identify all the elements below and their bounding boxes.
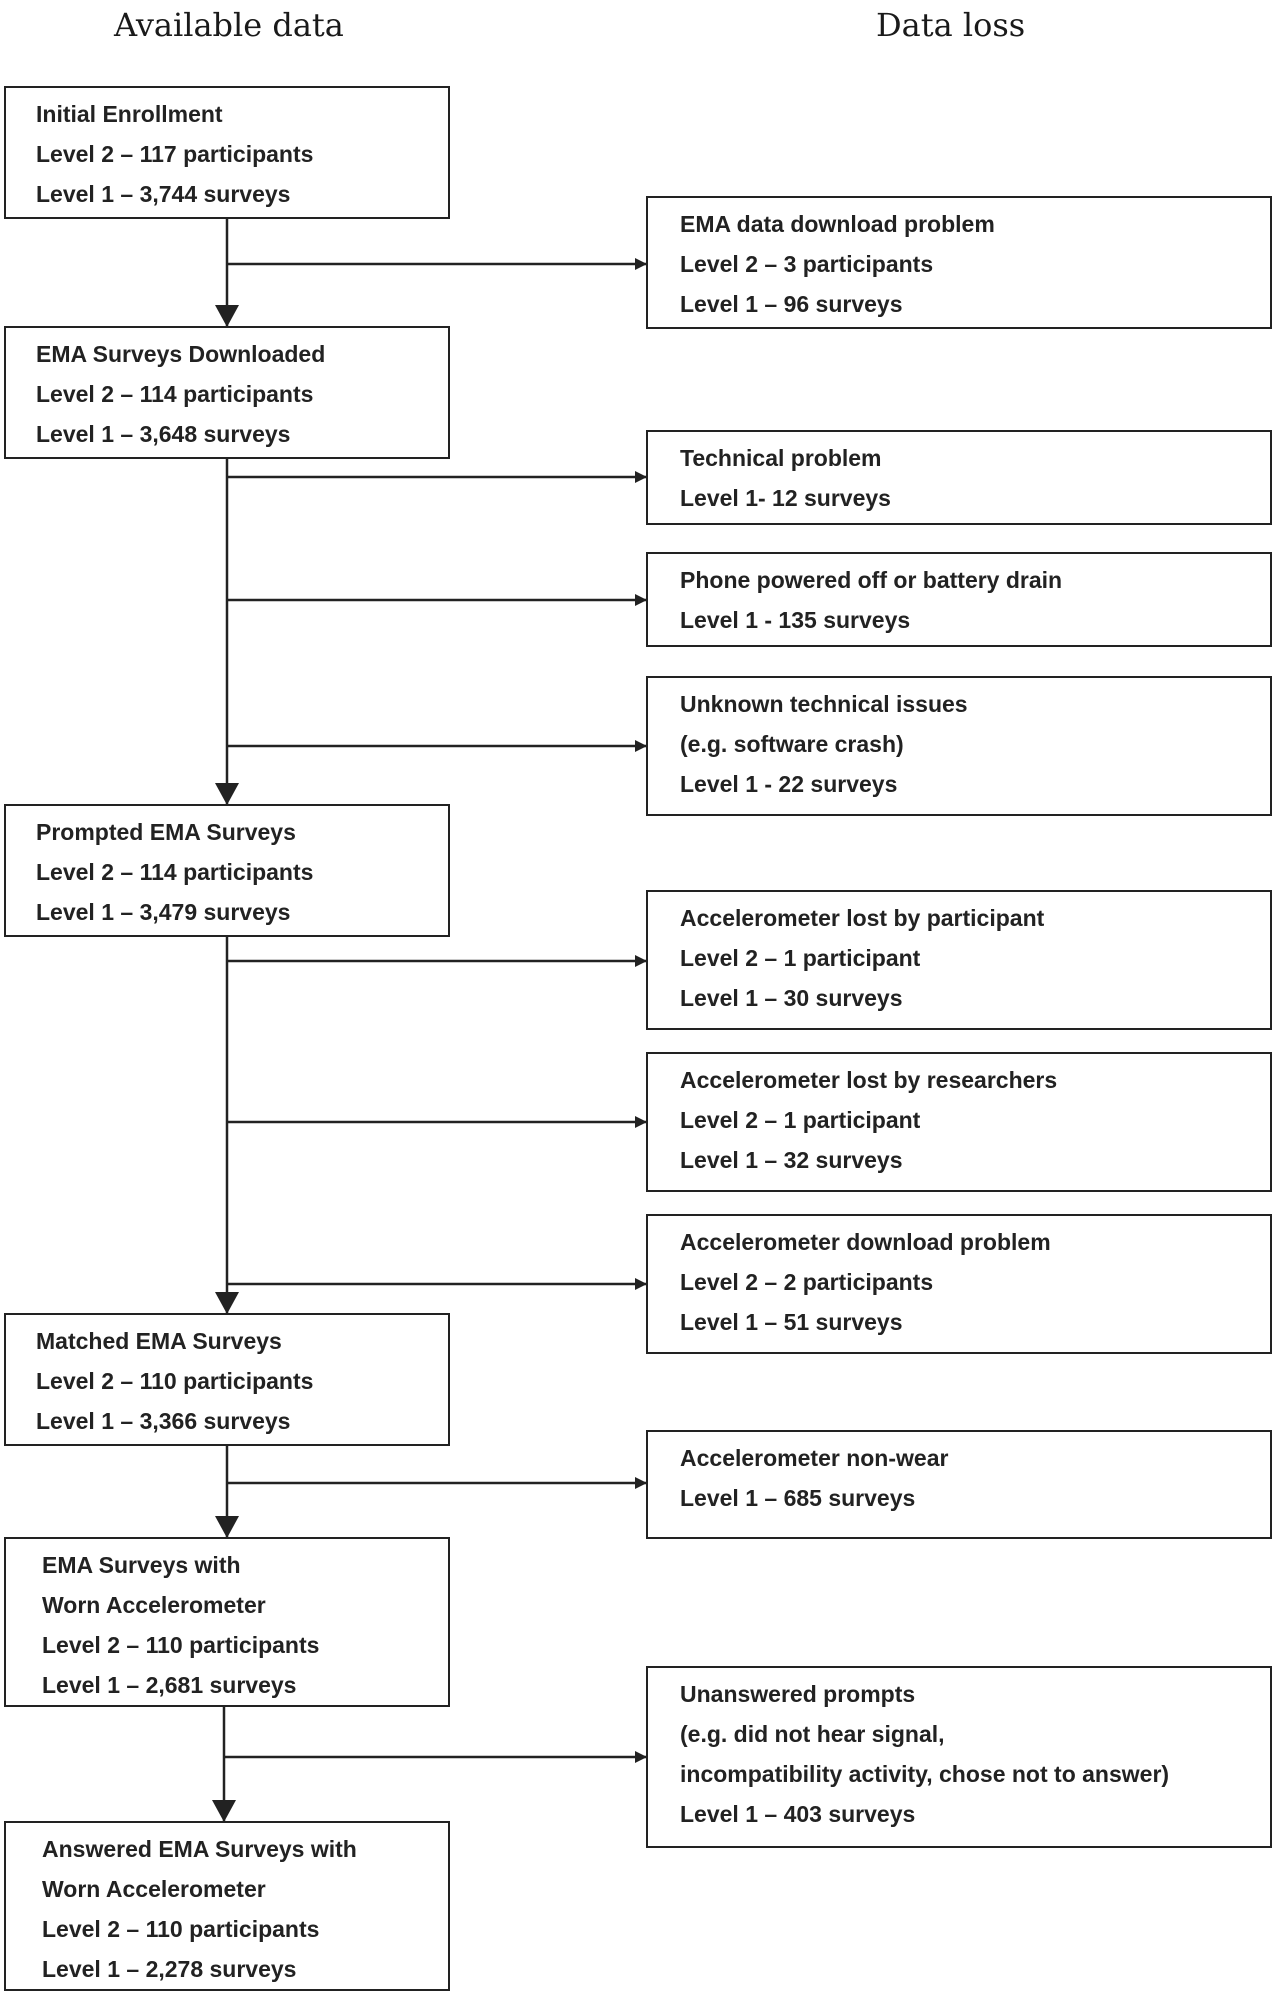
- box-title: EMA Surveys with: [42, 1552, 241, 1578]
- available-data-header: Available data: [114, 6, 344, 44]
- box-level-1: Level 1 - 135 surveys: [680, 607, 911, 633]
- box-title-cont: Worn Accelerometer: [42, 1592, 266, 1618]
- box-level-1: Level 1 – 2,278 surveys: [42, 1956, 297, 1982]
- box-level-1: Level 1 – 3,479 surveys: [36, 899, 291, 925]
- box-title: Phone powered off or battery drain: [680, 567, 1063, 593]
- box-title: Accelerometer lost by researchers: [680, 1067, 1058, 1093]
- box-ema-surveys-downloaded: EMA Surveys Downloaded Level 2 – 114 par…: [4, 326, 450, 459]
- loss-box-ema-download-problem: EMA data download problem Level 2 – 3 pa…: [646, 196, 1272, 329]
- box-level-2: Level 2 – 1 participant: [680, 945, 921, 971]
- box-title: Accelerometer non-wear: [680, 1445, 949, 1471]
- box-level-1: Level 1 – 3,648 surveys: [36, 421, 291, 447]
- box-level-1: Level 1 – 32 surveys: [680, 1147, 903, 1173]
- box-level-2: Level 2 – 2 participants: [680, 1269, 934, 1295]
- box-title: Prompted EMA Surveys: [36, 819, 296, 845]
- box-level-1: Level 1- 12 surveys: [680, 485, 891, 511]
- box-level-1: Level 1 – 3,744 surveys: [36, 181, 291, 207]
- box-detail: (e.g. did not hear signal,: [680, 1721, 945, 1747]
- box-title: Unknown technical issues: [680, 691, 968, 717]
- loss-box-accelerometer-lost-participant: Accelerometer lost by participant Level …: [646, 890, 1272, 1030]
- loss-box-accelerometer-non-wear: Accelerometer non-wear Level 1 – 685 sur…: [646, 1430, 1272, 1539]
- box-level-2: Level 2 – 110 participants: [36, 1368, 314, 1394]
- box-title: Matched EMA Surveys: [36, 1328, 282, 1354]
- box-detail-cont: incompatibility activity, chose not to a…: [680, 1761, 1170, 1787]
- box-level-1: Level 1 – 96 surveys: [680, 291, 903, 317]
- data-loss-header: Data loss: [876, 6, 1026, 44]
- box-title: Initial Enrollment: [36, 101, 223, 127]
- box-title: Answered EMA Surveys with: [42, 1836, 357, 1862]
- box-level-2: Level 2 – 1 participant: [680, 1107, 921, 1133]
- box-answered-ema-surveys: Answered EMA Surveys with Worn Accelerom…: [4, 1821, 450, 1991]
- box-title: EMA Surveys Downloaded: [36, 341, 326, 367]
- box-title: Unanswered prompts: [680, 1681, 916, 1707]
- box-title: Technical problem: [680, 445, 882, 471]
- box-initial-enrollment: Initial Enrollment Level 2 – 117 partici…: [4, 86, 450, 219]
- box-title: EMA data download problem: [680, 211, 995, 237]
- box-level-1: Level 1 – 403 surveys: [680, 1801, 916, 1827]
- box-prompted-ema-surveys: Prompted EMA Surveys Level 2 – 114 parti…: [4, 804, 450, 937]
- box-level-1: Level 1 - 22 surveys: [680, 771, 898, 797]
- box-level-2: Level 2 – 117 participants: [36, 141, 314, 167]
- box-title: Accelerometer lost by participant: [680, 905, 1045, 931]
- loss-box-phone-powered-off: Phone powered off or battery drain Level…: [646, 552, 1272, 647]
- box-level-1: Level 1 – 30 surveys: [680, 985, 903, 1011]
- box-title: Accelerometer download problem: [680, 1229, 1051, 1255]
- loss-box-technical-problem: Technical problem Level 1- 12 surveys: [646, 430, 1272, 525]
- loss-box-unanswered-prompts: Unanswered prompts (e.g. did not hear si…: [646, 1666, 1272, 1848]
- box-level-2: Level 2 – 114 participants: [36, 381, 314, 407]
- loss-box-accelerometer-lost-researchers: Accelerometer lost by researchers Level …: [646, 1052, 1272, 1192]
- box-level-2: Level 2 – 114 participants: [36, 859, 314, 885]
- box-level-1: Level 1 – 685 surveys: [680, 1485, 916, 1511]
- box-detail: (e.g. software crash): [680, 731, 904, 757]
- box-level-2: Level 2 – 110 participants: [42, 1632, 320, 1658]
- box-level-1: Level 1 – 3,366 surveys: [36, 1408, 291, 1434]
- box-title-cont: Worn Accelerometer: [42, 1876, 266, 1902]
- box-matched-ema-surveys: Matched EMA Surveys Level 2 – 110 partic…: [4, 1313, 450, 1446]
- box-level-1: Level 1 – 51 surveys: [680, 1309, 903, 1335]
- box-ema-surveys-worn-accelerometer: EMA Surveys with Worn Accelerometer Leve…: [4, 1537, 450, 1707]
- box-level-2: Level 2 – 110 participants: [42, 1916, 320, 1942]
- box-level-1: Level 1 – 2,681 surveys: [42, 1672, 297, 1698]
- box-level-2: Level 2 – 3 participants: [680, 251, 934, 277]
- loss-box-accelerometer-download-problem: Accelerometer download problem Level 2 –…: [646, 1214, 1272, 1354]
- loss-box-unknown-technical-issues: Unknown technical issues (e.g. software …: [646, 676, 1272, 816]
